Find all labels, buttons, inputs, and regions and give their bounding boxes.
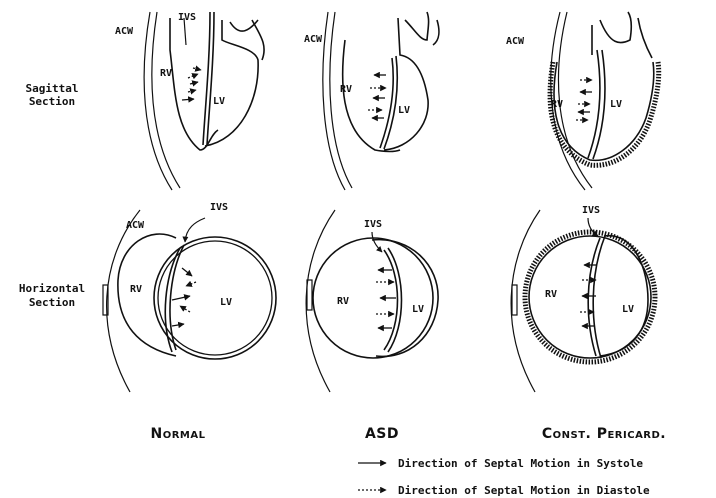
- lv-outline: [384, 12, 439, 150]
- legend-diastole-text: Direction of Septal Motion in Diastole: [398, 484, 650, 497]
- lv-label: LV: [610, 99, 622, 110]
- legend-systole-text: Direction of Septal Motion in Systole: [398, 457, 643, 470]
- sagittal-normal: ACW IVS RV LV: [115, 12, 264, 190]
- rv-outline: [343, 40, 400, 152]
- row-label-horizontal-line2: Section: [29, 296, 75, 309]
- chest-wall: [306, 210, 335, 392]
- column-label-normal: Normal: [151, 426, 206, 442]
- rv-label: RV: [337, 296, 349, 307]
- lv-wall: [600, 236, 648, 356]
- acw-label: ACW: [126, 220, 145, 231]
- sternum: [512, 285, 517, 315]
- rv-outline: [313, 238, 433, 358]
- rv-label: RV: [160, 68, 172, 79]
- row-label-horizontal: Horizontal Section: [19, 282, 85, 309]
- horizontal-constrictive-pericarditis: IVS RV LV: [511, 205, 655, 392]
- row-label-horizontal-line1: Horizontal: [19, 282, 85, 295]
- chest-wall: [511, 210, 540, 392]
- rv-label: RV: [551, 99, 563, 110]
- rv-label: RV: [340, 84, 352, 95]
- lv-label: LV: [412, 304, 424, 315]
- legend: Direction of Septal Motion in Systole Di…: [358, 457, 650, 497]
- ivs-label: IVS: [210, 202, 228, 213]
- lv-label: LV: [622, 304, 634, 315]
- ivs-label: IVS: [178, 12, 196, 23]
- lv-label: LV: [213, 96, 225, 107]
- septum-right-wall: [384, 56, 397, 149]
- ivs-label: IVS: [582, 205, 600, 216]
- horizontal-asd: IVS RV LV: [306, 210, 438, 392]
- sternum: [307, 280, 312, 310]
- ivs-label: IVS: [364, 219, 382, 230]
- row-label-sagittal: Sagittal Section: [26, 82, 79, 108]
- septum-left-wall: [380, 58, 393, 148]
- rv-label: RV: [130, 284, 142, 295]
- acw-label: ACW: [115, 26, 134, 37]
- acw-label: ACW: [506, 36, 525, 47]
- ivs-pointer: [372, 232, 382, 252]
- lv-label: LV: [398, 105, 410, 116]
- septum-outer: [384, 250, 398, 350]
- sagittal-constrictive-pericarditis: ACW RV LV: [506, 12, 659, 190]
- chest-wall: [107, 210, 140, 392]
- septum-inner: [388, 248, 402, 352]
- sagittal-asd: ACW RV LV: [304, 12, 439, 190]
- lv-label: LV: [220, 297, 232, 308]
- lv-outer-wall: [154, 237, 276, 359]
- great-vessels-outline: [592, 12, 652, 58]
- acw-label: ACW: [304, 34, 323, 45]
- row-label-sagittal-line1: Sagittal: [26, 82, 79, 95]
- column-label-asd: ASD: [365, 426, 399, 442]
- column-label-constrictive-pericarditis: Const. Pericard.: [542, 426, 666, 442]
- horizontal-normal: ACW IVS RV LV: [103, 202, 276, 392]
- row-label-sagittal-line2: Section: [29, 95, 75, 108]
- rv-label: RV: [545, 289, 557, 300]
